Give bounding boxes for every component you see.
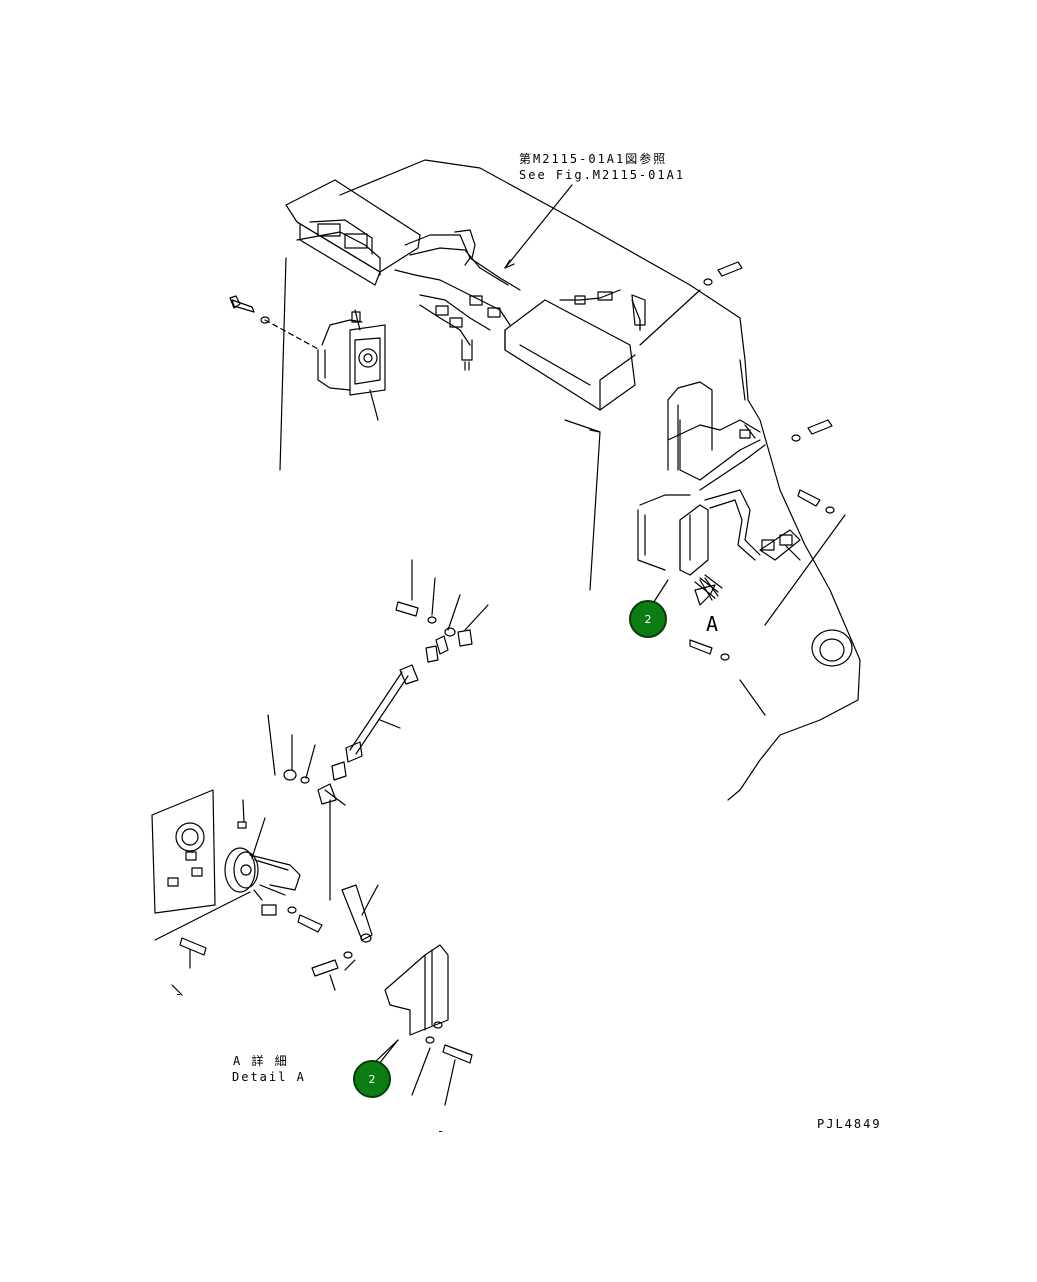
machine-body-outline xyxy=(279,159,861,801)
wiring-harness-top xyxy=(394,229,646,371)
view-letter-a: A xyxy=(706,612,719,636)
reference-leader xyxy=(504,184,573,269)
right-switch-assembly xyxy=(637,381,846,716)
detail-a-switch-body xyxy=(151,789,323,996)
detail-title-en: Detail A xyxy=(232,1070,306,1084)
detail-a-linkage-rod xyxy=(267,559,489,991)
console-housing-left xyxy=(285,179,421,286)
console-housing-right xyxy=(504,299,636,411)
reference-label-jp: 第M2115-01A1図参照 xyxy=(519,152,668,166)
view-arrow-a xyxy=(694,574,723,599)
top-right-bolt xyxy=(639,261,743,346)
part-callout-2-upper[interactable]: 2 xyxy=(629,600,667,638)
drawing-id: PJL4849 xyxy=(817,1117,882,1131)
dash-mark-1: - xyxy=(175,987,185,1001)
dash-mark-2: - xyxy=(437,1124,447,1138)
left-switch-assembly xyxy=(229,295,386,421)
detail-title-jp: A 詳 細 xyxy=(233,1054,289,1068)
reference-label-en: See Fig.M2115-01A1 xyxy=(519,168,686,182)
part-callout-2-lower[interactable]: 2 xyxy=(353,1060,391,1098)
callout-leaders xyxy=(374,579,669,1063)
detail-a-cover-bracket xyxy=(377,944,473,1106)
